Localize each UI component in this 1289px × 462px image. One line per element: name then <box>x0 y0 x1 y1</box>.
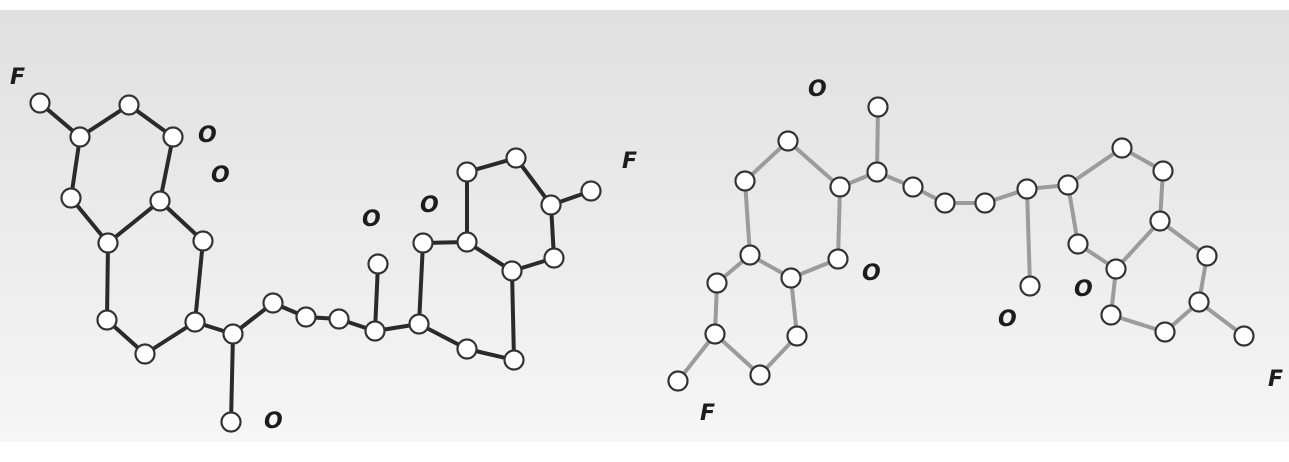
atom-node-d-21 <box>1111 137 1133 159</box>
atom-node-l-8 <box>192 230 214 252</box>
atom-label-d-f-1: F <box>700 401 715 426</box>
atom-label-l-o-4: O <box>420 193 439 218</box>
l-nebivolol-atom-labels: F O O O O F O <box>10 65 637 434</box>
atom-node-l-17 <box>364 320 386 342</box>
atom-node-d-13 <box>827 248 849 270</box>
atom-node-l-29 <box>456 161 478 183</box>
atom-node-d-4 <box>777 130 799 152</box>
atom-node-d-28 <box>1188 291 1210 313</box>
atom-node-l-25 <box>543 247 565 269</box>
atom-label-d-o-1: O <box>808 77 827 102</box>
atom-node-d-7 <box>706 272 728 294</box>
bond-d-5 <box>743 179 752 257</box>
atom-node-l-26 <box>540 194 562 216</box>
atom-node-l-6 <box>149 190 171 212</box>
atom-node-d-12 <box>780 267 802 289</box>
atom-label-d-o-2: O <box>862 261 881 286</box>
atom-node-l-18 <box>367 253 389 275</box>
bond-d-19 <box>1025 187 1032 288</box>
bond-d-23 <box>1066 146 1124 187</box>
atom-node-d-8 <box>704 323 726 345</box>
atom-node-d-6 <box>739 244 761 266</box>
atom-label-l-f-1: F <box>10 65 25 90</box>
l-nebivolol-atoms <box>29 92 602 433</box>
atom-node-d-19 <box>1057 174 1079 196</box>
atom-node-d-2 <box>866 161 888 183</box>
atom-node-d-9 <box>667 370 689 392</box>
atom-node-l-5 <box>60 187 82 209</box>
atom-node-d-20 <box>1067 233 1089 255</box>
atom-node-d-16 <box>974 192 996 214</box>
atom-label-d-f-2: F <box>1268 367 1283 392</box>
bond-l-25 <box>510 269 516 362</box>
atom-node-l-12 <box>222 323 244 345</box>
atom-node-d-15 <box>934 192 956 214</box>
atom-node-d-29 <box>1233 325 1255 347</box>
atom-node-d-3 <box>829 176 851 198</box>
atom-node-l-16 <box>328 308 350 330</box>
bond-d-1 <box>875 105 880 174</box>
atom-node-l-2 <box>69 126 91 148</box>
atom-node-d-26 <box>1154 321 1176 343</box>
atom-node-l-23 <box>503 349 525 371</box>
atom-node-d-25 <box>1100 304 1122 326</box>
atom-node-l-1 <box>29 92 51 114</box>
atom-node-l-15 <box>295 306 317 328</box>
atom-label-l-o-1: O <box>198 123 217 148</box>
bond-l-9 <box>105 241 110 322</box>
atom-node-d-14 <box>902 176 924 198</box>
l-nebivolol-structure: F O O O O F O <box>10 65 637 434</box>
atom-node-l-10 <box>134 343 156 365</box>
atom-label-l-o-2: O <box>211 163 230 188</box>
atom-node-l-4 <box>162 126 184 148</box>
atom-node-d-1 <box>867 96 889 118</box>
bond-d-26 <box>1114 219 1162 271</box>
atom-node-l-14 <box>262 292 284 314</box>
atom-node-l-21 <box>456 231 478 253</box>
atom-node-d-27 <box>1196 245 1218 267</box>
atom-label-l-o-3: O <box>362 207 381 232</box>
bond-l-7 <box>106 199 162 245</box>
atom-node-l-27 <box>580 180 602 202</box>
atom-label-l-o-5: O <box>264 409 283 434</box>
atom-node-d-11 <box>786 325 808 347</box>
atom-node-l-19 <box>408 313 430 335</box>
atom-node-d-24 <box>1149 210 1171 232</box>
d-nebivolol-atoms <box>667 96 1255 392</box>
d-nebivolol-structure: O O O O F F <box>667 77 1283 426</box>
bond-d-14 <box>836 185 842 261</box>
bond-l-12 <box>193 239 205 324</box>
atom-node-l-9 <box>96 309 118 331</box>
atom-node-l-22 <box>456 338 478 360</box>
atom-node-l-20 <box>412 232 434 254</box>
atom-node-l-3 <box>118 94 140 116</box>
atom-node-d-18 <box>1019 275 1041 297</box>
atom-node-d-17 <box>1016 178 1038 200</box>
atom-node-d-22 <box>1152 160 1174 182</box>
atom-label-d-o-3: O <box>1074 277 1093 302</box>
atom-label-l-f-2: F <box>622 149 637 174</box>
atom-node-l-7 <box>97 232 119 254</box>
atom-node-l-28 <box>505 147 527 169</box>
bond-d-3 <box>786 139 842 189</box>
atom-node-l-11 <box>184 311 206 333</box>
bond-l-19 <box>373 262 380 333</box>
bond-l-14 <box>229 332 235 424</box>
bond-l-4 <box>158 135 175 203</box>
background-band <box>0 10 1289 442</box>
atom-node-l-24 <box>501 260 523 282</box>
atom-label-d-o-4: O <box>998 307 1017 332</box>
bond-l-21 <box>417 241 425 326</box>
atom-node-d-5 <box>734 170 756 192</box>
atom-node-d-23 <box>1105 258 1127 280</box>
d-nebivolol-atom-labels: O O O O F F <box>700 77 1283 426</box>
atom-node-l-13 <box>220 411 242 433</box>
atom-node-d-10 <box>749 364 771 386</box>
